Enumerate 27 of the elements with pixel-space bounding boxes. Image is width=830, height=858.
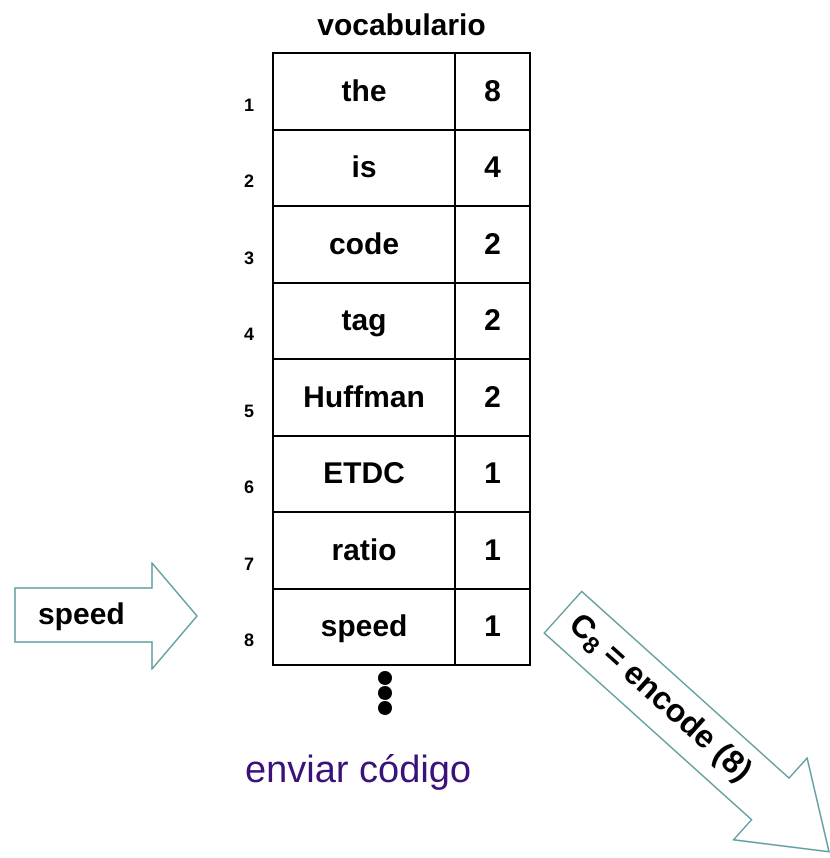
frequency-count: 2 bbox=[483, 380, 502, 416]
input-block-arrow: speed bbox=[14, 562, 198, 670]
vocabulary-word: speed bbox=[274, 590, 456, 664]
row-number: 4 bbox=[244, 323, 254, 346]
frequency-count: 1 bbox=[483, 456, 502, 492]
row-number: 3 bbox=[244, 246, 254, 270]
vocabulary-word: the bbox=[274, 54, 456, 128]
caption-text: enviar código bbox=[245, 748, 472, 793]
frequency-count: 1 bbox=[483, 532, 502, 569]
vocabulary-word: is bbox=[274, 130, 456, 205]
frequency-count: 1 bbox=[483, 609, 502, 646]
frequency-count: 8 bbox=[483, 74, 502, 110]
row-number: 7 bbox=[244, 552, 254, 576]
table-heading: vocabulario bbox=[316, 8, 487, 44]
vocabulary-word: tag bbox=[274, 284, 456, 358]
row-number: 5 bbox=[244, 400, 254, 422]
vocabulary-word: code bbox=[274, 207, 456, 282]
vocabulary-word: ratio bbox=[274, 513, 456, 588]
frequency-count: 2 bbox=[483, 303, 502, 340]
row-number: 1 bbox=[244, 94, 254, 116]
frequency-count: 2 bbox=[483, 226, 502, 263]
vocabulary-word: ETDC bbox=[274, 436, 456, 511]
row-number: 6 bbox=[244, 476, 254, 499]
row-number: 8 bbox=[244, 629, 254, 652]
frequency-count: 4 bbox=[483, 150, 502, 186]
vocabulary-word: Huffman bbox=[274, 360, 456, 434]
row-number: 2 bbox=[244, 170, 254, 193]
